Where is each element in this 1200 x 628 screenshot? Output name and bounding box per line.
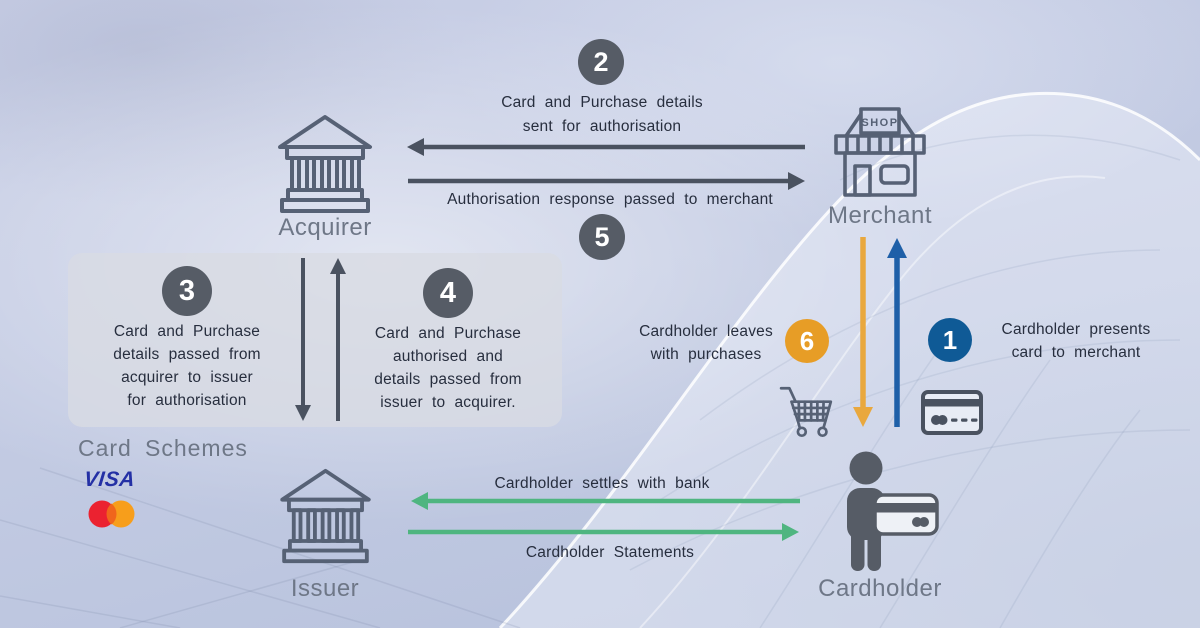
step-2-caption: Card and Purchase details sent for autho… (442, 91, 762, 139)
step-4-caption: Card and Purchase authorised and details… (333, 322, 563, 414)
step-3-caption: Card and Purchase details passed from ac… (72, 320, 302, 412)
building-glass-curve (500, 93, 1200, 628)
caption-line: Card and Purchase (374, 325, 522, 342)
cardholder-person-icon (847, 451, 939, 571)
step-1-badge: 1 (928, 318, 972, 362)
shopping-cart-icon (779, 386, 833, 438)
caption-line: details passed from (374, 371, 522, 388)
step-5-badge: 5 (579, 214, 625, 260)
step-1-number: 1 (942, 324, 958, 355)
acquirer-bank-icon (278, 115, 372, 213)
caption-line: authorised and (392, 348, 503, 365)
card-schemes-title: Card Schemes (78, 435, 248, 461)
caption-line: Cardholder presents (1001, 321, 1151, 338)
step-6-number: 6 (799, 325, 815, 356)
statements-arrow-label: Cardholder Statements (460, 541, 760, 564)
foreground-streaks (0, 467, 521, 628)
step-5-number: 5 (594, 221, 610, 252)
caption-line: issuer to acquirer. (380, 394, 516, 411)
step-4-badge: 4 (423, 268, 473, 318)
visa-logo: VISA (82, 468, 137, 491)
caption-line: card to merchant (1011, 344, 1141, 361)
step-6-caption: Cardholder leaves with purchases (611, 320, 801, 366)
caption-line: Cardholder leaves (639, 323, 773, 340)
mastercard-logo (88, 500, 135, 528)
caption-line: Card and Purchase (113, 323, 261, 340)
caption-line: acquirer to issuer (121, 369, 253, 386)
card-schemes-panel (68, 253, 562, 427)
cardholder-label: Cardholder (818, 575, 942, 602)
step-2-number: 2 (593, 46, 609, 77)
issuer-label: Issuer (290, 575, 360, 602)
step-3-number: 3 (178, 274, 196, 307)
shop-sign-text: SHOP (861, 117, 898, 129)
credit-card-icon (921, 390, 983, 435)
caption-line: for authorisation (127, 392, 247, 409)
caption-line: Cardholder settles with bank (494, 475, 710, 492)
acquirer-label: Acquirer (278, 214, 372, 241)
settle-arrow-label: Cardholder settles with bank (452, 472, 752, 495)
step-1-caption: Cardholder presents card to merchant (980, 318, 1172, 364)
issuer-bank-icon (280, 468, 371, 564)
caption-line: Authorisation response passed to merchan… (447, 191, 773, 208)
caption-line: with purchases (650, 346, 762, 363)
caption-line: Cardholder Statements (525, 544, 695, 561)
step-2-badge: 2 (578, 39, 624, 85)
step-5-caption: Authorisation response passed to merchan… (428, 188, 792, 211)
step-4-number: 4 (439, 276, 457, 309)
caption-line: sent for authorisation (522, 118, 682, 135)
step-3-badge: 3 (162, 266, 212, 316)
step-6-badge: 6 (785, 319, 829, 363)
merchant-shop-icon: SHOP (834, 107, 926, 197)
caption-line: Card and Purchase details (501, 94, 703, 111)
merchant-label: Merchant (827, 202, 933, 229)
caption-line: details passed from (113, 346, 261, 363)
